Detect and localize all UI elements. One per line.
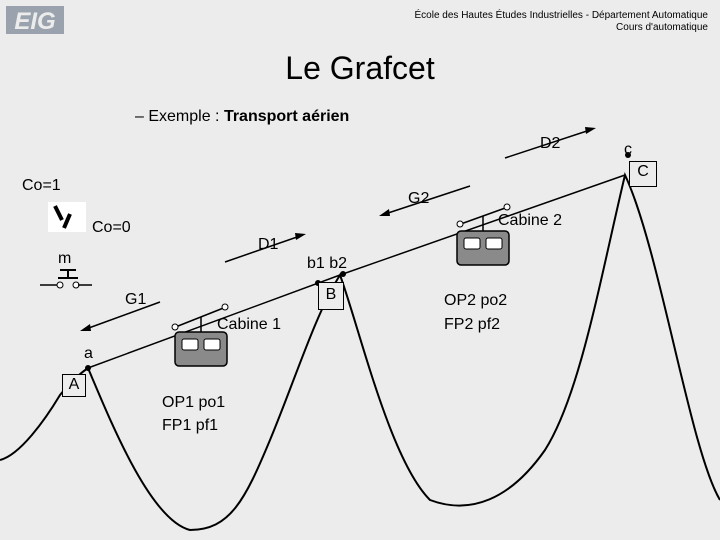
- push-button-icon: [40, 269, 92, 289]
- arrow-D1: [224, 233, 306, 263]
- header-line-1: École des Hautes Études Industrielles - …: [414, 10, 709, 21]
- logo-text: EIG: [14, 8, 55, 35]
- cabin-2: [456, 203, 511, 266]
- slide-subtitle: – Exemple : Transport aérien: [135, 109, 349, 125]
- slide-title: Le Grafcet: [285, 50, 435, 86]
- label-co1: Co=1: [22, 177, 61, 194]
- station-C-box: C: [629, 161, 657, 187]
- station-a-dot: [85, 365, 91, 371]
- label-a: a: [84, 345, 93, 362]
- label-op1: OP1 po1: [162, 394, 226, 411]
- label-cabine-1: Cabine 1: [217, 316, 282, 333]
- label-op2: OP2 po2: [444, 292, 508, 309]
- label-D1: D1: [258, 236, 279, 253]
- label-c: c: [624, 141, 632, 158]
- label-m: m: [58, 250, 72, 267]
- selector-switch-icon: [48, 202, 86, 232]
- label-fp2: FP2 pf2: [444, 316, 501, 333]
- label-fp1: FP1 pf1: [162, 417, 219, 434]
- station-b-dot-right: [340, 271, 346, 277]
- station-B-box: B: [318, 282, 344, 310]
- label-D2: D2: [540, 135, 561, 152]
- label-co0: Co=0: [92, 219, 131, 236]
- subtitle-prefix: – Exemple :: [135, 108, 224, 125]
- arrow-G1: [80, 301, 161, 331]
- mountain-profile: [0, 171, 720, 532]
- logo: EIG: [6, 6, 64, 35]
- arrow-D2: [504, 127, 596, 159]
- header-line-2: Cours d'automatique: [616, 22, 708, 33]
- subtitle-bold: Transport aérien: [223, 108, 350, 125]
- label-b1b2: b1 b2: [307, 255, 348, 272]
- station-c-dot: [625, 152, 631, 158]
- arrow-G2: [379, 185, 471, 216]
- label-cabine-2: Cabine 2: [498, 212, 563, 229]
- cabin-1: [171, 303, 229, 367]
- station-A-box: A: [62, 374, 86, 397]
- label-G1: G1: [125, 291, 147, 308]
- cable-left: [87, 274, 341, 369]
- label-G2: G2: [408, 190, 430, 207]
